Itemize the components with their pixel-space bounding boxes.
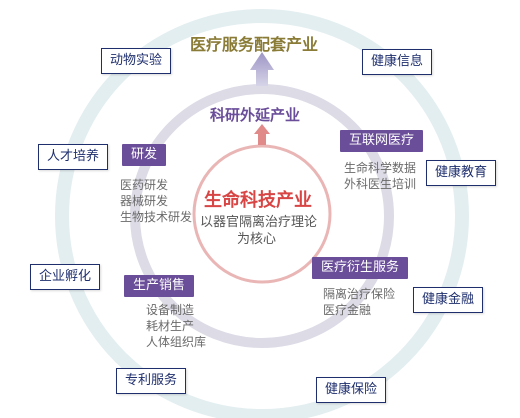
core-title: 生命科技产业 [204, 190, 312, 211]
internet-detail-1: 生命科学数据 [344, 161, 417, 175]
rnd-detail-3: 生物技术研发 [120, 210, 193, 224]
arrow-up-icon [250, 52, 274, 86]
production-detail-2: 耗材生产 [146, 319, 195, 333]
arrow-up-small-icon [254, 124, 270, 145]
derivative-detail-2: 医疗金融 [323, 303, 372, 317]
middle-ring-title: 科研外延产业 [210, 106, 301, 124]
tag-production-sales: 生产销售 [124, 275, 195, 297]
production-detail-1: 设备制造 [146, 303, 195, 317]
tag-medical-derivative-services: 医疗衍生服务 [312, 257, 409, 279]
outer-ring-title: 医疗服务配套产业 [190, 35, 319, 54]
middle-ring [130, 84, 394, 348]
box-patent-service: 专利服务 [116, 368, 187, 394]
core-subtitle-line-2: 为核心 [237, 232, 277, 247]
rnd-detail-2: 器械研发 [120, 194, 169, 208]
outer-ring [55, 9, 469, 418]
production-detail-3: 人体组织库 [146, 335, 207, 349]
derivative-detail-1: 隔离治疗保险 [323, 287, 396, 301]
tag-internet-healthcare: 互联网医疗 [340, 130, 424, 152]
core-ring [192, 144, 332, 284]
box-health-insurance: 健康保险 [316, 377, 387, 403]
box-business-incubation: 企业孵化 [30, 264, 101, 290]
rnd-detail-1: 医药研发 [120, 178, 169, 192]
box-talent-training: 人才培养 [38, 144, 109, 170]
box-health-education: 健康教育 [426, 160, 497, 186]
box-animal-experiment: 动物实验 [101, 48, 172, 74]
core-subtitle-line-1: 以器官隔离治疗理论 [200, 215, 318, 230]
tag-rnd: 研发 [122, 144, 167, 166]
box-health-information: 健康信息 [362, 49, 433, 75]
internet-detail-2: 外科医生培训 [344, 177, 417, 191]
box-health-finance: 健康金融 [413, 287, 484, 313]
